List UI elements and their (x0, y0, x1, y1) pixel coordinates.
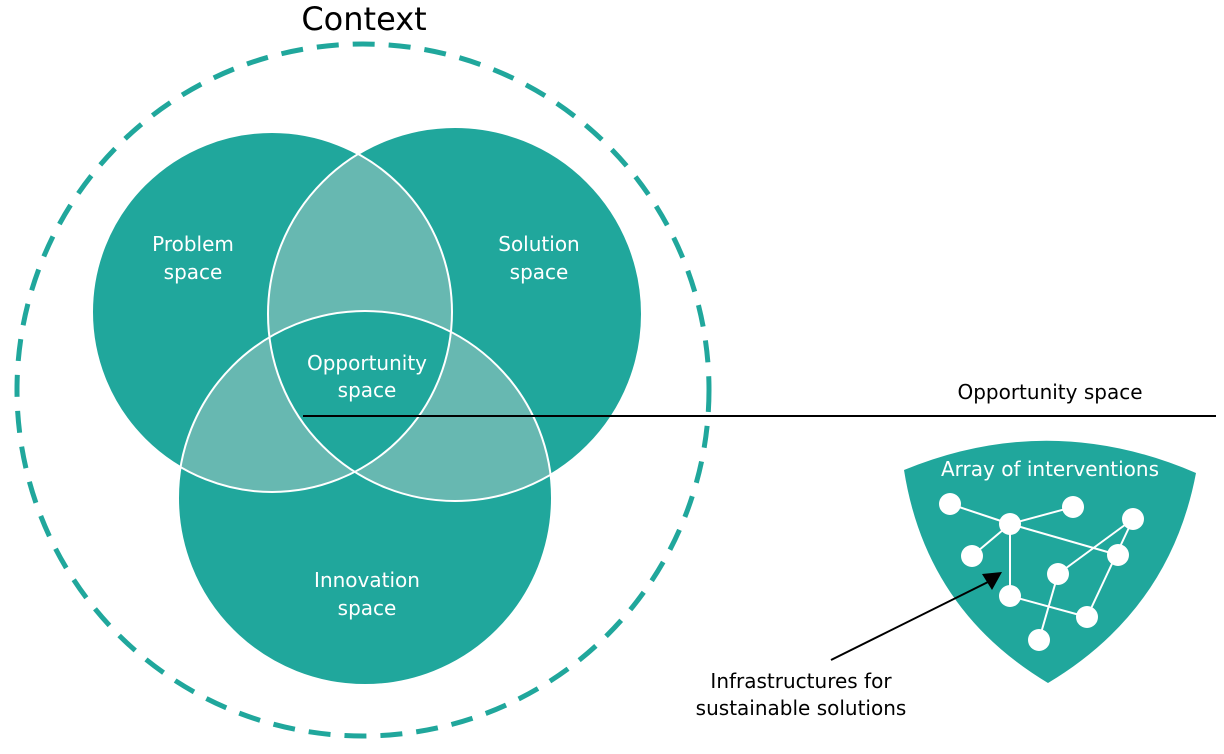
shield-title: Array of interventions (941, 457, 1159, 481)
opportunity-callout-label: Opportunity space (957, 380, 1142, 404)
network-node (1062, 496, 1084, 518)
infrastructure-note-2: sustainable solutions (696, 696, 907, 720)
problem-space-label-1: Problem (152, 232, 234, 256)
network-node (1122, 508, 1144, 530)
infrastructure-note-1: Infrastructures for (710, 669, 892, 693)
opportunity-space-label-2: space (338, 378, 397, 402)
context-title: Context (301, 0, 426, 38)
network-node (1107, 544, 1129, 566)
intervention-network-nodes (939, 493, 1144, 651)
infrastructure-arrow-head (982, 572, 1002, 590)
innovation-space-label-1: Innovation (314, 568, 420, 592)
interventions-shield (904, 440, 1196, 683)
network-node (1047, 563, 1069, 585)
network-node (961, 545, 983, 567)
network-node (1076, 606, 1098, 628)
innovation-space-outline (177, 310, 553, 686)
network-node (1028, 629, 1050, 651)
problem-space-outline (91, 131, 453, 493)
solution-space-label-1: Solution (498, 232, 579, 256)
network-node (939, 493, 961, 515)
overlap-problem-innovation (178, 311, 452, 492)
solution-space-outline (267, 126, 643, 502)
network-node (999, 585, 1021, 607)
opportunity-space-label-1: Opportunity (307, 351, 427, 375)
infrastructure-arrow-line (830, 581, 989, 661)
problem-space-label-2: space (164, 260, 223, 284)
context-boundary (14, 41, 712, 739)
network-node (999, 513, 1021, 535)
innovation-space-label-2: space (338, 596, 397, 620)
solution-space-label-2: space (510, 260, 569, 284)
